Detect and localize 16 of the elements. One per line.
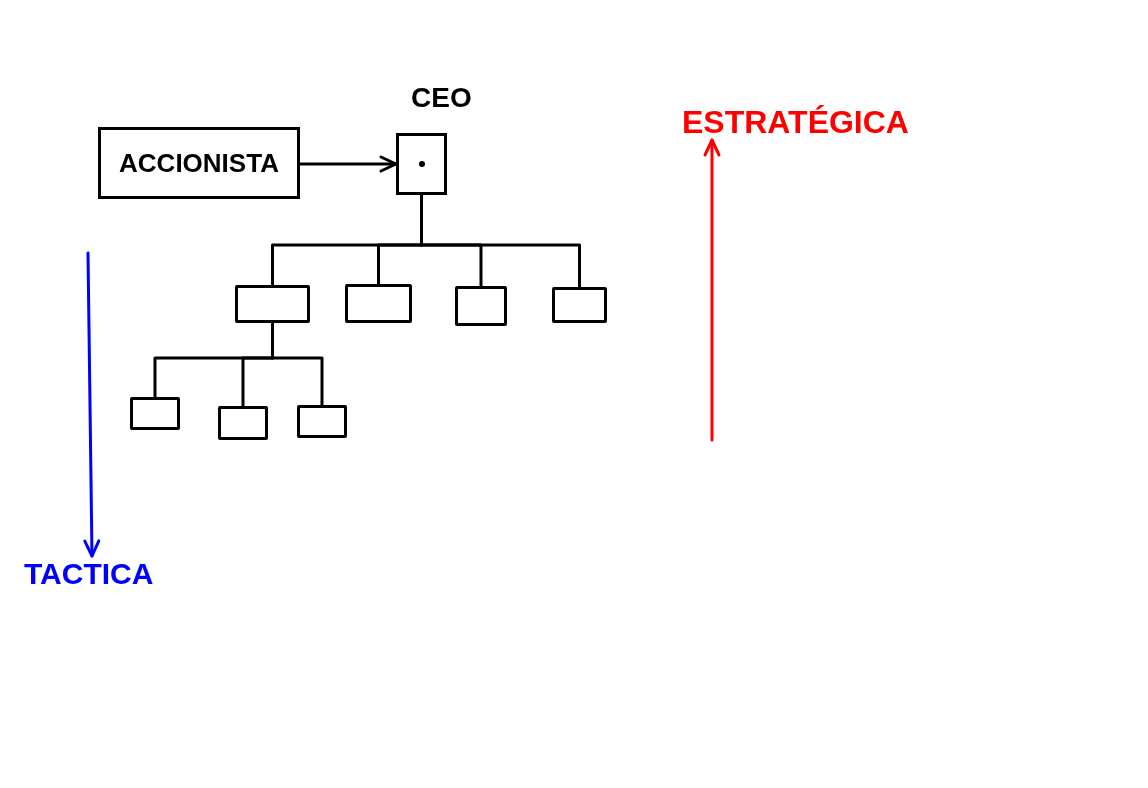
- level-label: ESTRATÉGICA: [682, 104, 914, 140]
- connector-line: [420, 193, 581, 289]
- org-box: [455, 286, 507, 326]
- arrow: [83, 251, 101, 558]
- org-box: [235, 285, 310, 323]
- org-box: [345, 284, 412, 323]
- box-heading: CEO: [411, 84, 472, 112]
- org-box: [297, 405, 347, 438]
- org-box: [98, 127, 300, 199]
- arrow: [703, 138, 721, 442]
- org-box: [552, 287, 607, 323]
- arrow: [298, 155, 398, 173]
- org-box: [218, 406, 268, 440]
- org-box: [130, 397, 180, 430]
- box-label: ACCIONISTA: [119, 150, 279, 176]
- level-label: TACTICA: [24, 556, 158, 592]
